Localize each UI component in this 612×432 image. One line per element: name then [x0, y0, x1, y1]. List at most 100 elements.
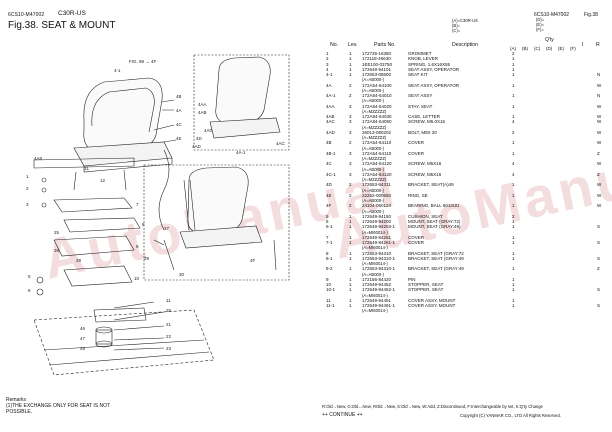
- cell-description: BEARING, BALL 6012UU: [408, 203, 460, 209]
- cell-part-no: 1EE100-03750: [362, 61, 393, 67]
- row-note: (A=MI60014-): [362, 292, 388, 298]
- cell-qty-a: 1: [512, 103, 515, 109]
- cell-part-no: 172725-16380: [362, 51, 392, 56]
- table-note-row: (A=AB000-): [322, 146, 612, 151]
- cell-lev: 1: [349, 266, 352, 272]
- cell-lev: 2: [349, 182, 352, 188]
- cell-description: GROMMET: [408, 51, 432, 56]
- model-codes-abc: (A)=C30R-US (B)= (C)=: [452, 18, 478, 33]
- cell-r: S: [597, 240, 601, 245]
- cell-no: 9: [326, 276, 329, 282]
- callout-label: 26: [54, 248, 60, 253]
- cell-part-no: 172118-46630: [362, 56, 391, 62]
- cell-r: W: [597, 114, 602, 119]
- callout-label: 22: [166, 334, 172, 339]
- row-note: (A=AB000-): [362, 77, 384, 83]
- cell-description: CUSHION, SEAT: [408, 213, 443, 219]
- col-header-parts-no: Parts No.: [374, 42, 396, 48]
- cell-part-no: 172A54-64120: [362, 171, 392, 177]
- figure-number: Fig.38: [584, 12, 598, 18]
- cell-lev: 2: [349, 82, 352, 88]
- table-note-row: (A=AB000-): [322, 272, 612, 277]
- cell-no: 4E: [326, 192, 332, 198]
- table-note-row: (A=MZZZZZ): [322, 177, 612, 182]
- cell-r: W: [597, 82, 602, 88]
- callout-label: 4AD: [192, 144, 202, 149]
- callout-label: 23: [166, 346, 172, 351]
- cell-part-no: 172A54-64100: [362, 82, 392, 88]
- cell-lev: 1: [349, 303, 352, 308]
- qty-col-b: (B): [522, 46, 528, 51]
- cell-r: S: [597, 224, 601, 230]
- row-note: (A=MZZZZZ): [362, 135, 387, 140]
- cell-no: 6: [326, 219, 329, 224]
- cell-description: KNOB, LEVER: [408, 56, 439, 62]
- cell-lev: 3: [349, 129, 352, 135]
- cell-r: W: [597, 182, 602, 188]
- cell-no: 4F: [326, 203, 332, 209]
- cell-part-no: 172A54-64110: [362, 150, 392, 156]
- table-note-row: (A=AB000-): [322, 77, 612, 82]
- callout-label: 5: [28, 274, 31, 279]
- callout-ref: FIG. 98 → 4F: [129, 59, 157, 64]
- cell-description: SEAT ASSY, OPERATOR: [408, 66, 460, 72]
- callout-label: 9: [136, 244, 139, 249]
- doc-code-left: 6CS10-M47002: [8, 12, 45, 18]
- cell-description: BOLT, M8X 20: [408, 129, 437, 135]
- cell-qty-a: 1: [512, 224, 515, 230]
- row-note: (A=MI60014-): [362, 229, 388, 235]
- cell-description: COVER ASSY, MOUNT: [408, 297, 456, 303]
- row-note: (A=MZZZZZ): [362, 156, 387, 161]
- cell-r: W: [597, 119, 602, 125]
- cell-description: CASE, LETTER: [408, 114, 441, 119]
- table-note-row: (A=MI60014-): [322, 293, 612, 298]
- row-note: (A=MZZZZZ): [362, 108, 387, 114]
- remarks-line: POSSIBLE.: [6, 409, 33, 415]
- cell-no: 4-1: [326, 72, 333, 77]
- table-note-row: (A=MZZZZZ): [322, 135, 612, 140]
- callout-label: 4A0: [204, 128, 213, 133]
- cell-description: BRACKET, SEAT (GRAY:72: [408, 250, 464, 256]
- callout-label: 4A: [176, 108, 182, 113]
- cell-no: 4B-1: [326, 150, 336, 156]
- cell-qty-a: 1: [512, 82, 515, 88]
- row-note: (A=MI60014-): [362, 245, 388, 251]
- cell-no: 4C: [326, 161, 332, 167]
- cell-r: N: [597, 72, 601, 77]
- cell-description: BRACKET, SEAT(A)49: [408, 182, 454, 188]
- code-f: (F)=: [536, 27, 544, 32]
- cell-no: 4AC: [326, 119, 335, 125]
- cell-lev: 3: [349, 171, 352, 177]
- cell-r: Z: [597, 171, 600, 177]
- cell-no: 1: [326, 51, 329, 56]
- callout-label: 4B: [176, 94, 182, 99]
- cell-lev: 3: [349, 119, 352, 125]
- row-note: (A=MI60014-): [362, 261, 388, 266]
- callout-label: 3: [26, 202, 29, 207]
- cell-description: MOUNT, SEAT (GRAY:49): [408, 224, 461, 230]
- table-note-row: (A=AB000-): [322, 188, 612, 193]
- cell-no: 8-2: [326, 266, 333, 272]
- callout-label: 30: [179, 272, 185, 277]
- callout-label: 4-1: [114, 68, 121, 73]
- cell-lev: 1: [349, 287, 352, 293]
- cell-qty-a: 1: [512, 150, 515, 156]
- exploded-diagram: FIG. 98 → 4F 4-1 4B 4A 4C 4E 4D 4AD 4AA …: [26, 54, 290, 376]
- code-d: (D)=: [536, 17, 545, 22]
- cell-r: Z: [597, 266, 600, 272]
- callout-label: 4A8: [34, 156, 43, 161]
- cell-description: BRACKET, SEAT (GRAY:49: [408, 255, 464, 261]
- cell-no: 4AB: [326, 114, 335, 119]
- cell-no: 4A-1: [326, 93, 336, 98]
- table-note-row: (A=MI60014-): [322, 245, 612, 250]
- cell-lev: 1: [349, 240, 352, 245]
